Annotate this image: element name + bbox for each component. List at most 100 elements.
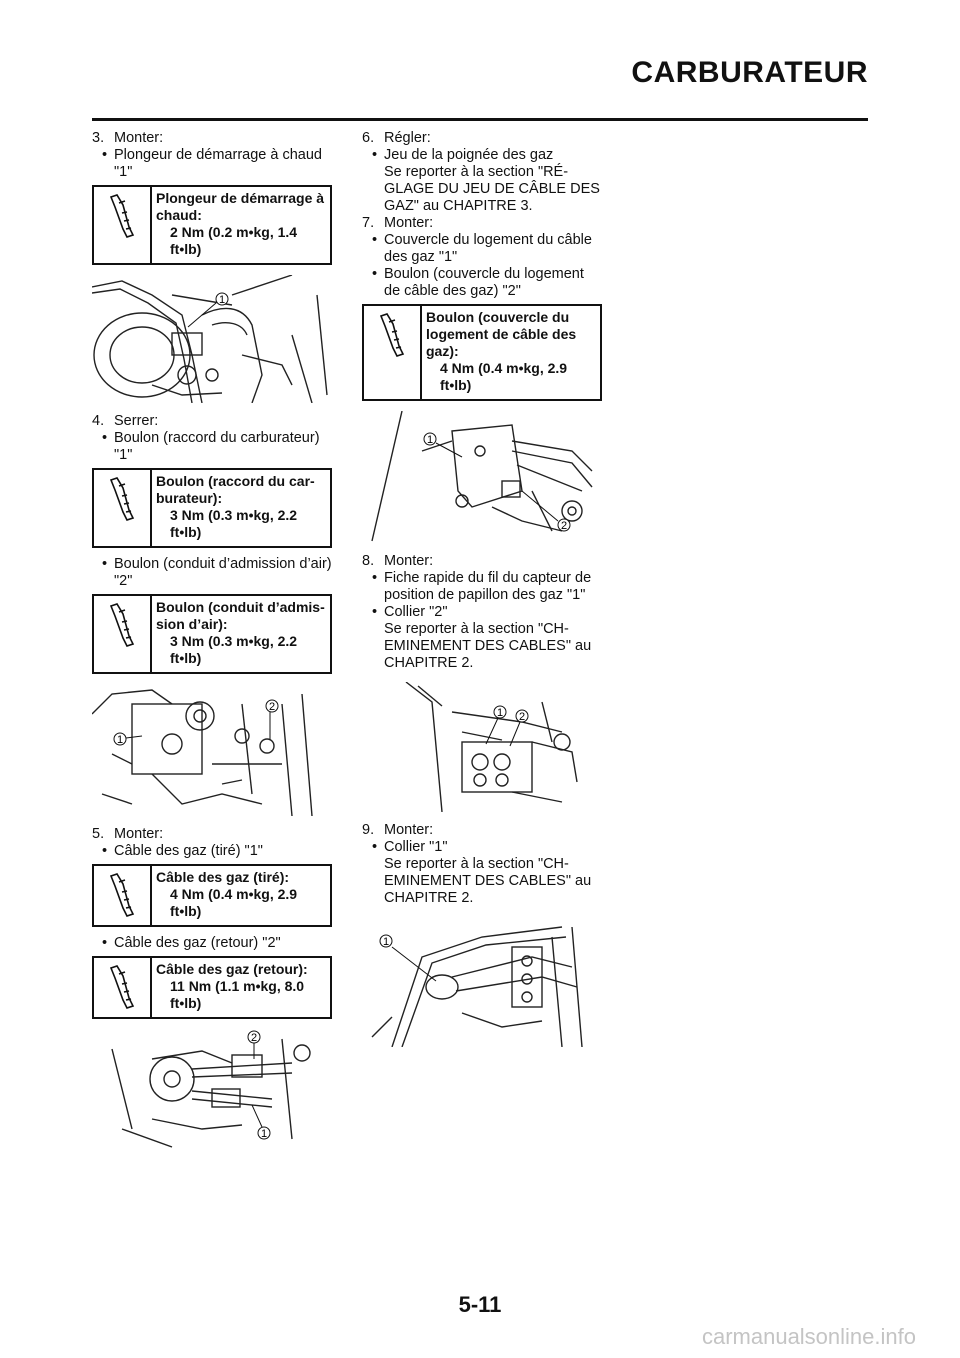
spec-label: Boulon (couvercle du [426,309,570,325]
spec-value: 2 Nm (0.2 m•kg, 1.4 [170,224,298,240]
bullet-text: Boulon (raccord du carburateur) [114,430,320,446]
spec-value: 4 Nm (0.4 m•kg, 2.9 [170,886,298,902]
bullet-icon: • [372,839,378,855]
bullet-item: • Plongeur de démarrage à chaud [92,147,332,164]
step-4: 4. Serrer: [92,413,332,430]
step-5: 5. Monter: [92,826,332,843]
bullet-item: • Câble des gaz (retour) "2" [92,935,332,952]
callout-2: 2 [519,711,525,723]
bullet-item: • Couvercle du logement du câble [362,232,602,249]
callout-2: 2 [269,701,275,713]
bullet-text: Jeu de la poignée des gaz [384,147,554,163]
step-number: 6. [362,130,375,146]
reference-text: CHAPITRE 2. [384,655,474,671]
reference-text: EMINEMENT DES CABLES" au [384,638,592,654]
bullet-ref: "1" [114,164,133,180]
spec-value: ft•lb) [440,377,472,393]
reference-text: GAZ" au CHAPITRE 3. [384,198,533,214]
bullet-icon: • [372,147,378,163]
bullet-text: Fiche rapide du fil du capteur de [384,570,592,586]
bullet-text: Boulon (couvercle du logement [384,266,584,282]
spec-value: ft•lb) [170,995,202,1011]
callout-1: 1 [427,434,433,446]
torque-wrench-icon [94,958,152,1017]
torque-wrench-icon [94,470,152,546]
step-number: 4. [92,413,105,429]
callout-1: 1 [219,294,225,306]
spec-label: Boulon (raccord du car- [156,473,315,489]
spec-label: Câble des gaz (tiré): [156,869,290,885]
step-title: Serrer: [114,413,159,429]
bullet-ref: "2" [114,573,133,589]
spec-value: ft•lb) [170,903,202,919]
bullet-item: • Boulon (raccord du carburateur) [92,430,332,447]
torque-wrench-icon [94,187,152,263]
header-rule [92,118,868,121]
spec-value: ft•lb) [170,650,202,666]
bullet-icon: • [102,556,108,572]
bullet-text: Plongeur de démarrage à chaud [114,147,322,163]
bullet-icon: • [372,232,378,248]
spec-value: 3 Nm (0.3 m•kg, 2.2 [170,507,298,523]
bullet-icon: • [102,147,108,163]
bullet-item: • Jeu de la poignée des gaz [362,147,602,164]
spec-label: Boulon (conduit d’admis- [156,599,325,615]
callout-1: 1 [383,936,389,948]
step-number: 3. [92,130,105,146]
callout-1: 1 [261,1128,267,1140]
step-title: Monter: [384,215,434,231]
step-title: Régler: [384,130,431,146]
spec-value: 3 Nm (0.3 m•kg, 2.2 [170,633,298,649]
bullet-text-cont: des gaz "1" [384,249,458,265]
page-number: 5-11 [458,1292,502,1317]
spec-label: gaz): [426,343,459,359]
spec-value: 4 Nm (0.4 m•kg, 2.9 [440,360,568,376]
spec-label: sion d’air): [156,616,228,632]
figure-throttle-cables: 1 2 [92,1029,332,1149]
step-6: 6. Régler: [362,130,602,147]
bullet-text: Couvercle du logement du câble [384,232,592,248]
bullet-text: Collier "2" [384,604,448,620]
spec-value: ft•lb) [170,241,202,257]
step-number: 5. [92,826,105,842]
bullet-item: • Collier "2" [362,604,602,621]
spec-label: Plongeur de démarrage à [156,190,325,206]
torque-wrench-icon [364,306,422,399]
reference-text: Se reporter à la section "CH- [384,621,569,637]
bullet-icon: • [102,843,108,859]
figure-tps-coupler: 1 2 [362,682,602,812]
bullet-text: Câble des gaz (retour) "2" [114,935,281,951]
torque-spec-box: Boulon (raccord du car- burateur): 3 Nm … [92,468,332,548]
step-title: Monter: [114,130,164,146]
bullet-item: • Boulon (couvercle du logement [362,266,602,283]
torque-spec-box: Câble des gaz (tiré): 4 Nm (0.4 m•kg, 2.… [92,864,332,927]
reference-text: EMINEMENT DES CABLES" au [384,873,592,889]
reference-text: CHAPITRE 2. [384,890,474,906]
spec-value: 11 Nm (1.1 m•kg, 8.0 [170,978,305,994]
bullet-text: Câble des gaz (tiré) "1" [114,843,263,859]
watermark: carmanualsonline.info [701,1324,916,1349]
step-title: Monter: [384,553,434,569]
bullet-item: • Câble des gaz (tiré) "1" [92,843,332,860]
spec-label: Câble des gaz (retour): [156,961,308,977]
torque-spec-box: Câble des gaz (retour): 11 Nm (1.1 m•kg,… [92,956,332,1019]
torque-spec-box: Boulon (couvercle du logement de câble d… [362,304,602,401]
torque-wrench-icon [94,596,152,672]
figure-cable-housing-cover: 1 2 [362,411,602,543]
bullet-icon: • [102,935,108,951]
step-number: 7. [362,215,375,231]
step-title: Monter: [384,822,434,838]
step-3: 3. Monter: [92,130,332,147]
spec-value: ft•lb) [170,524,202,540]
bullet-item: • Boulon (conduit d’admission d’air) [92,556,332,573]
bullet-item: • Collier "1" [362,839,602,856]
bullet-icon: • [102,430,108,446]
callout-2: 2 [251,1032,257,1044]
right-column: 6. Régler: • Jeu de la poignée des gaz S… [362,130,602,1057]
bullet-icon: • [372,604,378,620]
bullet-ref: "1" [114,447,133,463]
bullet-text: Boulon (conduit d’admission d’air) [114,556,332,572]
reference-text: Se reporter à la section "RÉ- [384,164,569,180]
step-number: 8. [362,553,375,569]
figure-cable-clamp: 1 [362,917,602,1047]
